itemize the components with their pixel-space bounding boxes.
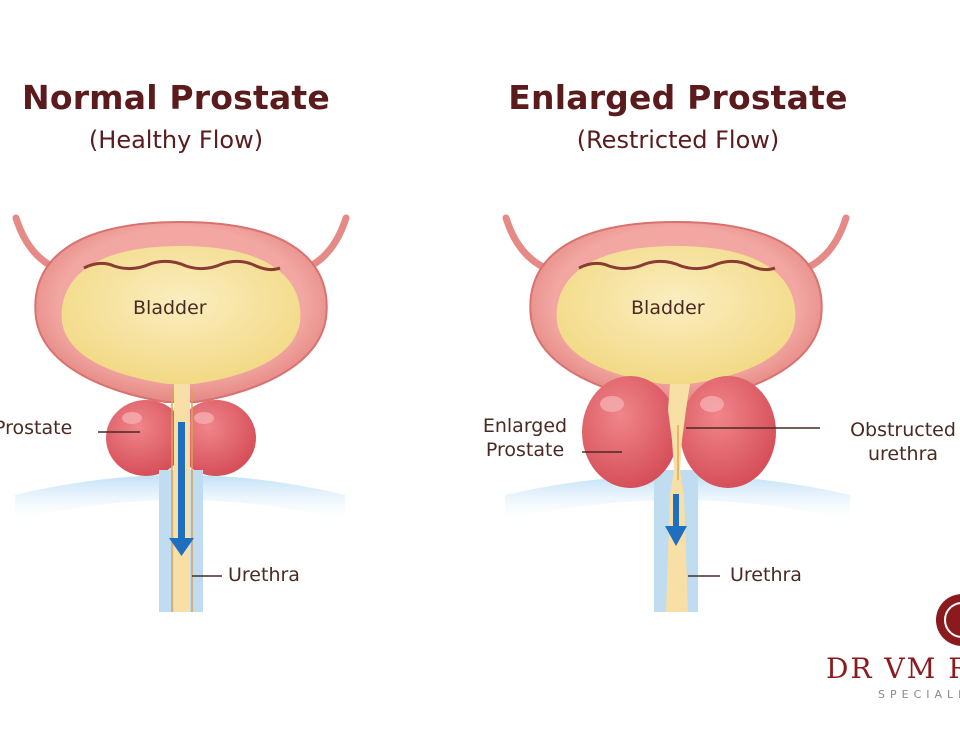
enlarged-lobe-right [680,376,776,488]
obstructed-urethra-label-line1: Obstructed [850,419,956,441]
bladder-label-normal: Bladder [133,297,207,319]
prostate-highlight [194,412,214,424]
prostate-highlight [600,396,624,412]
logo-tagline: SPECIALIST [878,688,960,701]
bladder-urine-surface [578,259,776,272]
logo-emblem [936,594,960,646]
normal-prostate-title: Normal Prostate [22,78,330,117]
urethra-wall [171,388,193,612]
normal-prostate-subtitle: (Healthy Flow) [88,126,264,154]
flow-arrow-head [665,526,687,546]
obstructed-urethra-label-line2: urethra [867,443,939,465]
enlarged-lobe-left [582,376,678,488]
prostate-highlight [700,396,724,412]
enlarged-diagram [502,214,850,612]
flow-arrow-shaft [673,494,679,528]
bladder-label-enlarged: Bladder [631,297,705,319]
bladder-urine-surface [83,259,281,272]
flow-arrow-shaft [178,422,185,540]
prostate-label-normal: Prostate [0,417,73,439]
enlarged-prostate-label: Enlarged Prostate [470,414,580,462]
urethra-label-enlarged: Urethra [730,564,802,586]
enlarged-prostate-label-line2: Prostate [485,439,565,461]
prostate-highlight [122,412,142,424]
enlarged-prostate-subtitle: (Restricted Flow) [576,126,780,154]
logo-name: DR VM RA [826,652,960,685]
urethra-label-normal: Urethra [228,564,300,586]
obstructed-urethra-label: Obstructed urethra [828,418,960,466]
normal-diagram [12,214,350,612]
flow-arrow-head [169,538,194,556]
enlarged-prostate-label-line1: Enlarged [482,415,568,437]
enlarged-prostate-title: Enlarged Prostate [508,78,848,117]
bladder-urine [556,246,796,384]
bladder-urine [61,246,301,384]
